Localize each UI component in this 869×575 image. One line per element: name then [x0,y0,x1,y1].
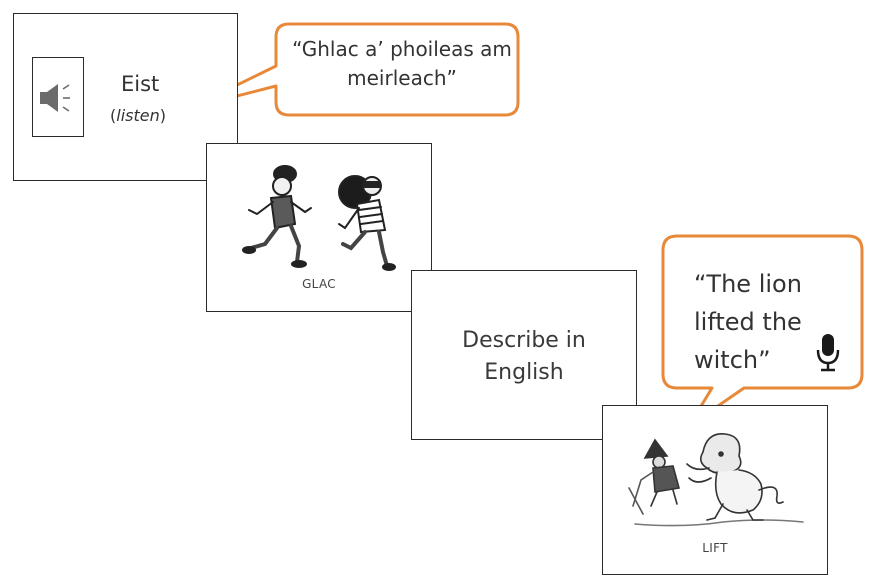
police-chasing-thief-illustration [242,165,396,271]
glac-card[interactable]: GLAC [206,143,432,312]
describe-instruction: Describe in English [412,325,636,389]
lion-lifting-witch-illustration [628,433,804,527]
english-sentence: “The lion lifted the witch” [694,265,844,379]
play-audio-button[interactable] [32,57,84,137]
glac-caption: GLAC [302,277,336,291]
listen-word: Eist [121,72,160,96]
listen-gloss-word: listen [116,106,160,125]
lift-caption: LIFT [702,541,728,555]
english-sentence-line-1: “The lion [694,270,802,298]
welsh-sentence: “Ghlac a’ phoileas am meirleach” [292,37,512,90]
listen-card[interactable]: Eist (listen) [13,13,238,181]
english-sentence-line-2: lifted the [694,308,802,336]
microphone-icon [816,334,840,372]
lift-card[interactable]: LIFT [602,405,828,575]
describe-card[interactable]: Describe in English [411,270,637,440]
listen-gloss: (listen) [110,106,166,125]
speaker-icon [40,84,70,112]
describe-line-1: Describe in [462,328,586,353]
describe-line-2: English [484,360,564,385]
english-sentence-line-3: witch” [694,346,771,374]
